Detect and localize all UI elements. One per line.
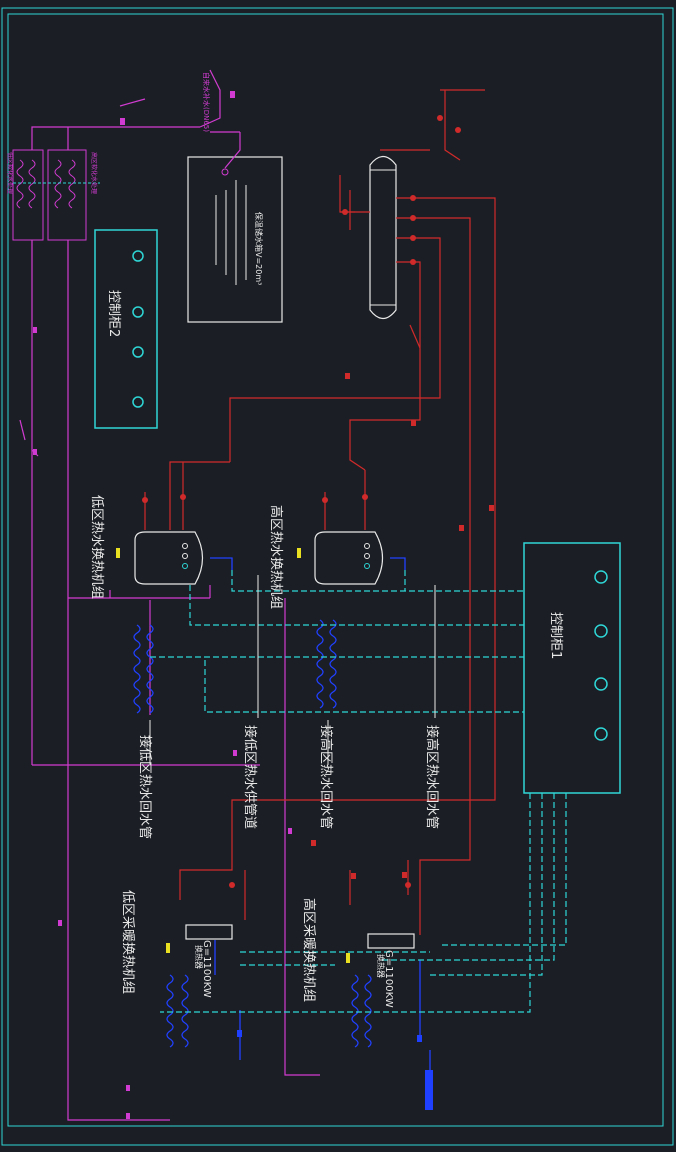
high-zone-hot-water-tank: 高区热水换热机组 (268, 505, 384, 609)
high-zone-hx-capacity: G=1100KW (383, 950, 394, 1008)
cyan-control-lines (150, 570, 567, 1013)
low-zone-hot-water-tank: 低区热水换热机组 (89, 495, 204, 599)
low-zone-supply-pipe-label: 接低区热水供管道 (242, 725, 258, 829)
low-zone-return-pipe-label: 接低区热水回水管 (137, 735, 153, 839)
low-zone-hx-capacity: G=1100KW (201, 940, 212, 998)
softening-filter-group: 低区软化水处理 高区软化水处理 (6, 149, 100, 241)
high-zone-hx-label: 换热器 (376, 954, 386, 978)
red-valves (142, 115, 494, 888)
high-zone-supply-pipe-label: 接高区热水回水管 (424, 725, 440, 829)
blue-pump-groups (133, 557, 431, 1110)
pressure-vessel (369, 155, 397, 320)
control-cabinet-1: 控制柜1 (523, 542, 621, 794)
tank-top-note: 自来水补水(DN65) (202, 72, 211, 132)
high-zone-heat-exchanger: 换热器 G=1100KW 高区采暖换热机组 (301, 898, 415, 1008)
yellow-markers (116, 548, 350, 963)
low-zone-hx-label: 换热器 (194, 945, 204, 969)
control-cabinet-2: 控制柜2 (94, 229, 158, 429)
drawing-frame-outer (1, 7, 674, 1146)
high-zone-return-pipe-label: 接高区热水回水管 (318, 725, 334, 829)
storage-tank-box: 保温储水箱V=20m³ (187, 156, 283, 323)
high-zone-heating-unit-label: 高区采暖换热机组 (301, 898, 317, 1002)
low-zone-hot-water-unit-label: 低区热水换热机组 (89, 495, 104, 599)
drawing-frame-inner (7, 13, 664, 1127)
control-cabinet-1-label: 控制柜1 (548, 612, 563, 659)
magenta-tags (33, 91, 292, 1119)
white-leader-lines (149, 575, 436, 765)
magenta-piping (19, 69, 320, 1121)
filter-group-1-label: 低区软化水处理 (6, 152, 14, 194)
high-zone-hot-water-unit-label: 高区热水换热机组 (268, 505, 284, 609)
blue-tags (237, 1030, 433, 1110)
low-zone-heating-unit-label: 低区采暖换热机组 (120, 890, 135, 994)
low-zone-heat-exchanger: 换热器 G=1100KW 低区采暖换热机组 (120, 890, 233, 998)
control-cabinet-2-label: 控制柜2 (106, 290, 121, 337)
tank-volume-note: 保温储水箱V=20m³ (254, 212, 264, 285)
filter-group-2-label: 高区软化水处理 (90, 152, 98, 194)
